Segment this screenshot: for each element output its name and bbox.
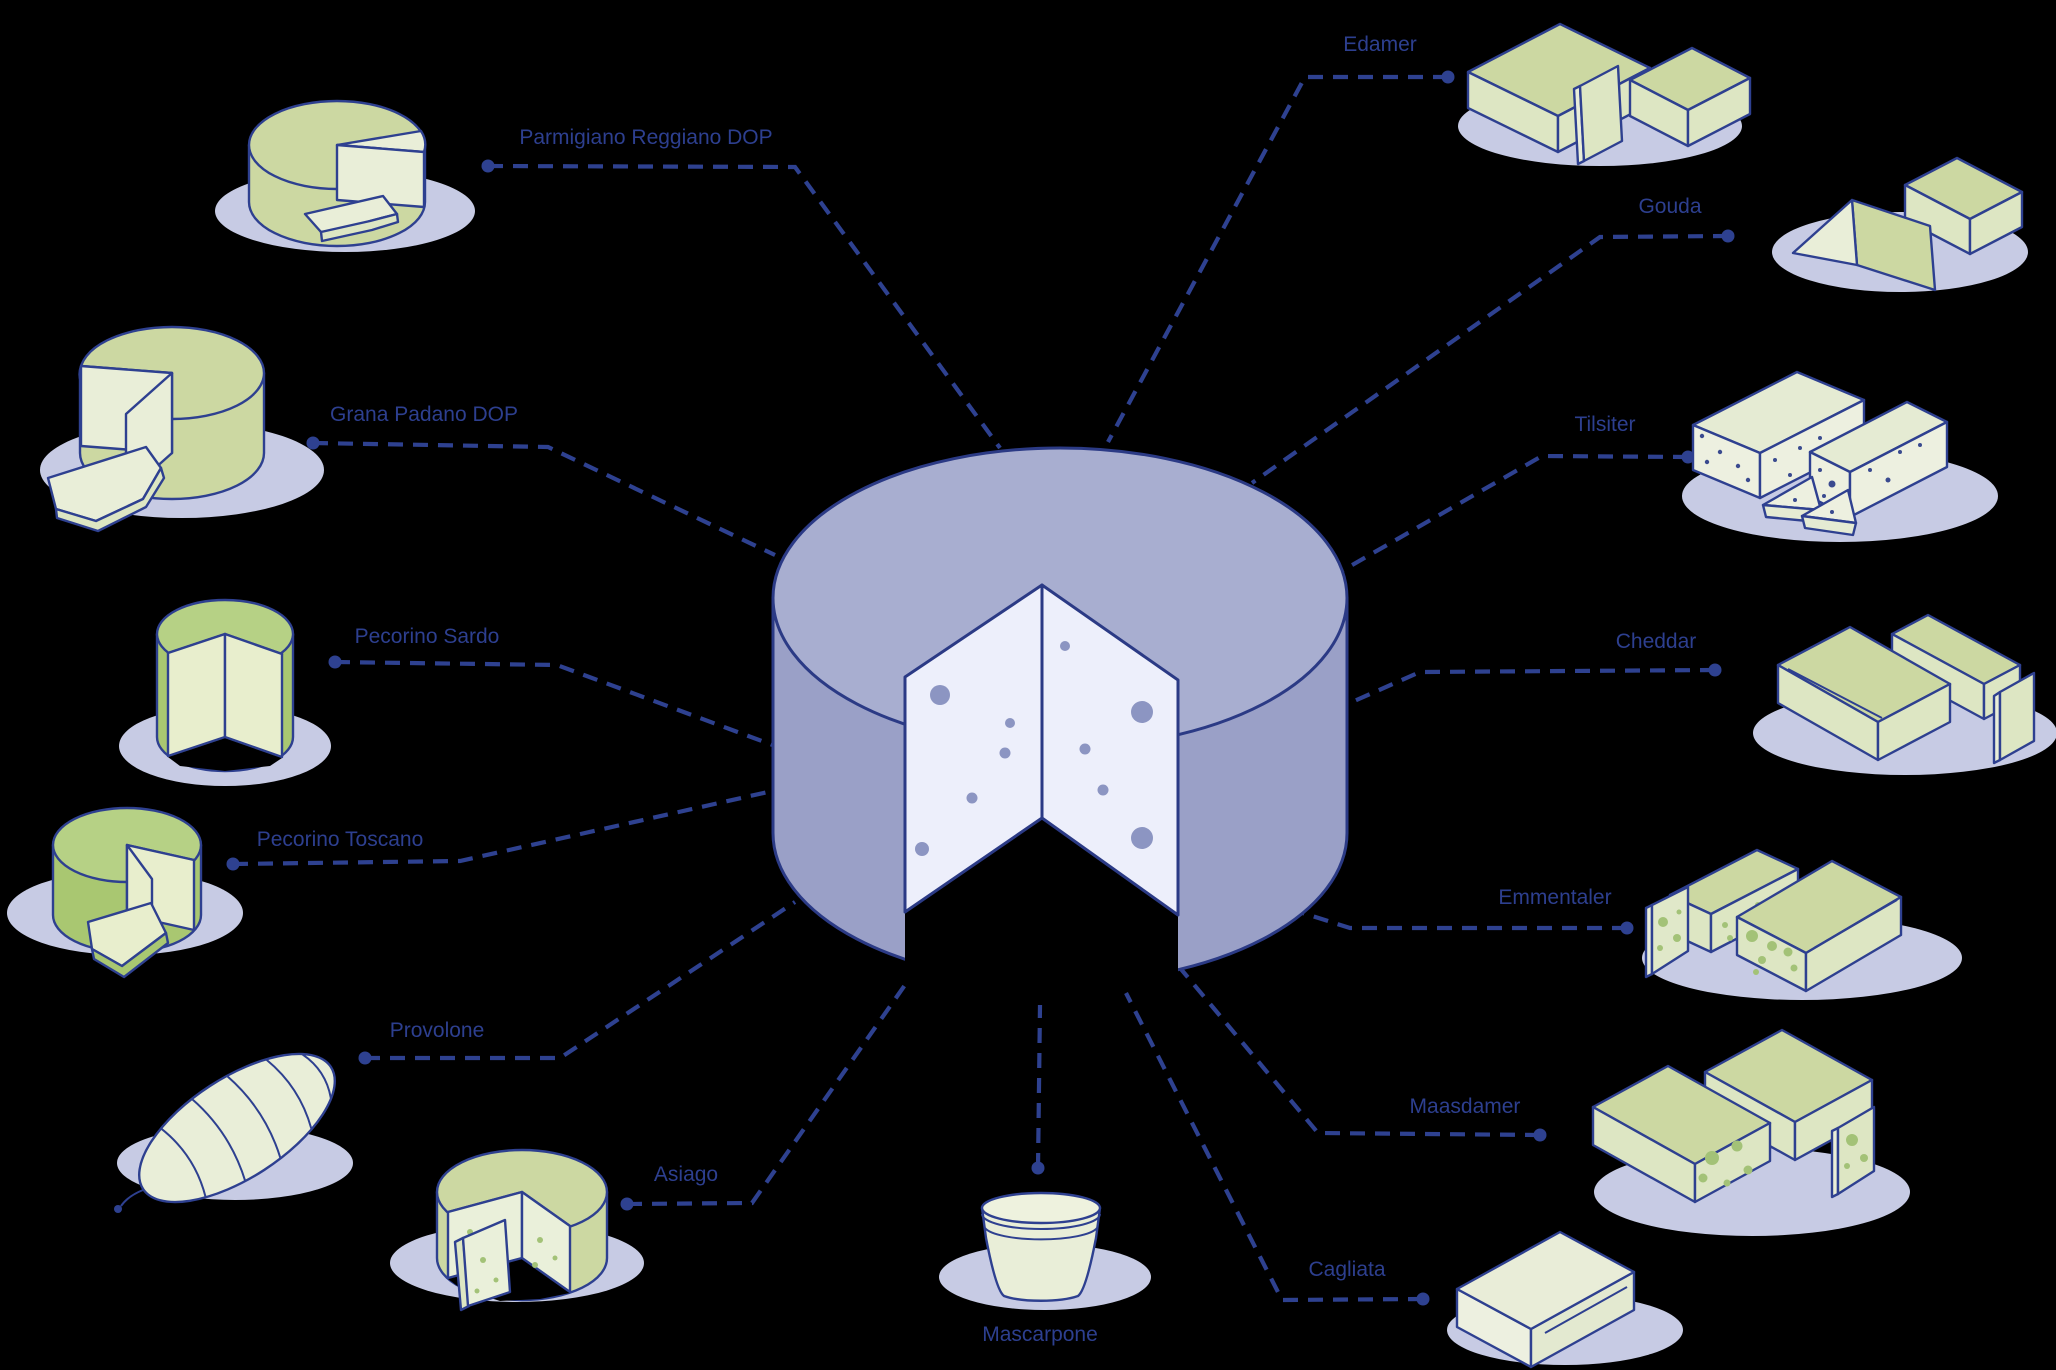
edamer-illustration <box>1458 22 1752 166</box>
label-cagliata: Cagliata <box>1308 1258 1385 1281</box>
pecorino-sardo-illustration <box>119 598 331 786</box>
label-parmigiano: Parmigiano Reggiano DOP <box>519 126 772 149</box>
pecorino-toscano-connector <box>226 789 769 871</box>
label-provolone: Provolone <box>390 1019 485 1042</box>
gouda-connector <box>1250 229 1735 485</box>
mascarpone-connector <box>1031 1004 1045 1175</box>
maasdamer-illustration <box>1591 1028 1910 1236</box>
label-grana: Grana Padano DOP <box>330 403 518 426</box>
maasdamer-connector <box>1153 936 1547 1142</box>
cagliata-connector <box>1124 992 1430 1306</box>
gouda-illustration <box>1772 156 2028 292</box>
connector-dot <box>226 857 240 871</box>
grana-connector <box>306 436 776 557</box>
label-emmentaler: Emmentaler <box>1498 886 1611 909</box>
connector-dot <box>620 1197 634 1211</box>
cheddar-connector <box>1351 663 1722 704</box>
label-pecorino-sardo: Pecorino Sardo <box>355 625 500 648</box>
wheel-holes <box>915 641 1153 856</box>
parmigiano-connector <box>481 159 1002 450</box>
cheddar-illustration <box>1753 613 2056 775</box>
mascarpone-illustration <box>939 1191 1151 1310</box>
label-cheddar: Cheddar <box>1616 630 1697 653</box>
connector-dot <box>1441 70 1455 84</box>
connector-dot <box>328 655 342 669</box>
label-asiago: Asiago <box>654 1163 718 1186</box>
provolone-illustration <box>114 1052 353 1213</box>
label-gouda: Gouda <box>1638 195 1701 218</box>
tilsiter-illustration <box>1682 370 1998 542</box>
label-pecorino-toscano: Pecorino Toscano <box>257 828 424 851</box>
label-edamer: Edamer <box>1343 33 1417 56</box>
label-mascarpone: Mascarpone <box>982 1323 1098 1346</box>
connector-dot <box>481 159 495 173</box>
emmentaler-illustration <box>1642 848 1962 1000</box>
grana-illustration <box>40 325 324 533</box>
cheese-wheel-icon <box>771 446 1349 996</box>
label-maasdamer: Maasdamer <box>1410 1095 1521 1118</box>
asiago-illustration <box>390 1148 644 1312</box>
connector-dot <box>1620 921 1634 935</box>
connector-dot <box>358 1051 372 1065</box>
asiago-connector <box>620 983 907 1211</box>
pecorino-sardo-connector <box>328 655 779 749</box>
connector-dot <box>1031 1161 1045 1175</box>
connector-dot <box>1708 663 1722 677</box>
pecorino-toscano-illustration <box>7 806 243 979</box>
label-tilsiter: Tilsiter <box>1574 413 1635 436</box>
connector-dot <box>1721 229 1735 243</box>
cagliata-illustration <box>1447 1230 1683 1369</box>
connector-dot <box>1416 1292 1430 1306</box>
connector-dot <box>1681 450 1695 464</box>
connector-dot <box>1533 1128 1547 1142</box>
wheel-notch-gap <box>905 818 1178 996</box>
tilsiter-connector <box>1338 450 1695 574</box>
edamer-connector <box>1106 70 1455 443</box>
connector-dot <box>306 436 320 450</box>
parmigiano-illustration <box>215 99 475 252</box>
provolone-connector <box>358 900 797 1065</box>
labels: Parmigiano Reggiano DOP Grana Padano DOP… <box>257 33 1702 1346</box>
